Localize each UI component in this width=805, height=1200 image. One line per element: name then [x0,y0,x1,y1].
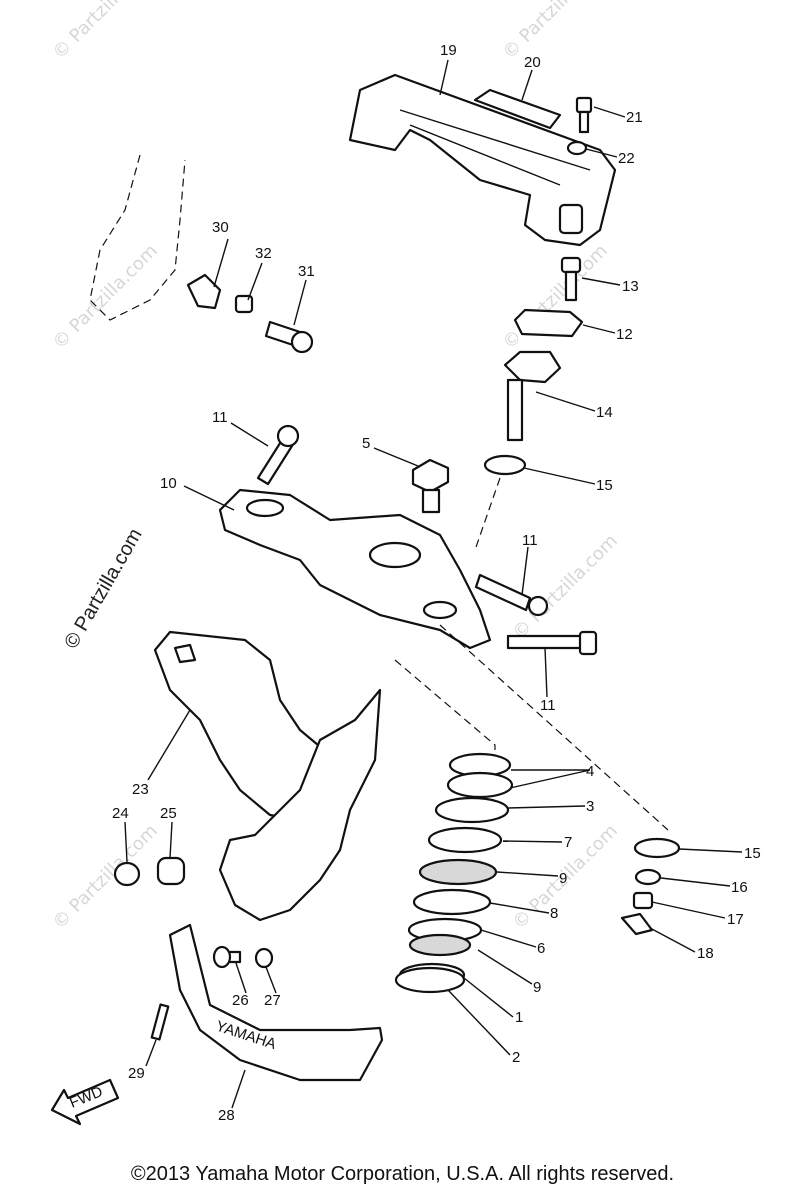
alignment-line [394,477,669,831]
callout-18: 18 [697,945,714,962]
callout-9: 9 [559,870,567,887]
callout-22: 22 [618,150,635,167]
callout-20: 20 [524,54,541,71]
part-23-bracket[interactable] [153,630,332,822]
fwd-arrow-icon: FWD [50,1078,120,1126]
callout-15: 15 [596,477,613,494]
part-29-screw[interactable] [150,1003,170,1041]
leader-lines [124,59,743,1109]
callout-17: 17 [727,911,744,928]
part-22-washer[interactable] [566,140,588,156]
callout-16: 16 [731,879,748,896]
part-7-race[interactable] [412,888,492,916]
part-24-nut[interactable] [113,861,141,887]
callout-11: 11 [212,409,228,426]
part-2-seal[interactable] [394,966,466,994]
watermark: © Partzilla.com [49,820,162,933]
callout-9: 9 [533,979,541,996]
part-18-pin[interactable] [620,912,654,936]
part-31-bolt[interactable] [264,320,314,354]
watermark: © Partzilla.com [499,0,612,64]
callout-2: 2 [512,1049,520,1066]
part-20-plate[interactable] [473,88,562,130]
part-11-bolt[interactable] [256,424,300,486]
part-26-bolt[interactable] [212,945,242,969]
part-27-nut[interactable] [254,947,274,969]
part-14-holder[interactable] [503,350,562,442]
part-15-washer[interactable] [633,837,681,859]
callout-11: 11 [522,532,538,549]
copyright-notice: ©2013 Yamaha Motor Corporation, U.S.A. A… [130,1163,675,1185]
callout-8: 7 [564,834,572,851]
exploded-parts-diagram: © Partzilla.com © Partzilla.com © Partzi… [49,0,761,1126]
callout-11: 11 [540,697,556,714]
part-25-collar[interactable] [156,856,186,886]
callout-21: 21 [626,109,643,126]
callout-4: 4 [586,763,594,780]
callout-19: 19 [440,42,457,59]
watermark: © Partzilla.com [49,240,162,353]
part-16-washer[interactable] [634,868,662,886]
part-5-nut[interactable] [411,458,450,514]
callout-3: 3 [586,798,594,815]
part-21-bolt[interactable] [575,96,593,134]
callout-24: 24 [112,805,129,822]
callout-12: 12 [616,326,633,343]
callout-6: 6 [537,940,545,957]
callout-15: 15 [744,845,761,862]
headlight-bracket[interactable] [218,688,382,922]
part-3-washer[interactable] [434,796,510,824]
part-32-nut[interactable] [234,294,254,314]
part-19-handle-holder[interactable] [348,73,617,247]
callout-29: 29 [128,1065,145,1082]
callout-1: 1 [515,1009,523,1026]
part-15-washer[interactable] [483,454,527,476]
watermark-main: © Partzilla.com [60,525,146,653]
callout-28: 28 [218,1107,235,1124]
callout-25: 25 [160,805,177,822]
callout-30: 30 [212,219,229,236]
part-17-nut[interactable] [632,891,654,910]
callout-31: 31 [298,263,315,280]
part-12-clamp[interactable] [513,308,584,338]
part-8-race[interactable] [427,826,503,854]
part-30-clip[interactable] [186,273,222,310]
part-9-ball[interactable] [408,933,472,957]
watermark: © Partzilla.com [499,240,612,353]
fork-outline [89,154,186,321]
callout-5: 5 [362,435,370,452]
part-9-ball[interactable] [418,858,498,886]
callout-32: 32 [255,245,272,262]
callout-23: 23 [132,781,149,798]
callout-10: 10 [160,475,177,492]
part-10-under-bracket[interactable] [218,488,492,650]
callout-numbers: 19 20 21 22 13 12 14 15 30 32 31 11 5 10… [112,42,761,1124]
callout-27: 27 [264,992,281,1009]
callout-13: 13 [622,278,639,295]
watermark: © Partzilla.com [49,0,162,64]
callout-14: 14 [596,404,613,421]
callout-26: 26 [232,992,249,1009]
part-11-bolt[interactable] [474,573,549,617]
part-13-bolt[interactable] [560,256,582,302]
part-4-ring-nut[interactable] [446,752,514,799]
callout-7: 8 [550,905,558,922]
part-11-bolt[interactable] [506,630,598,656]
